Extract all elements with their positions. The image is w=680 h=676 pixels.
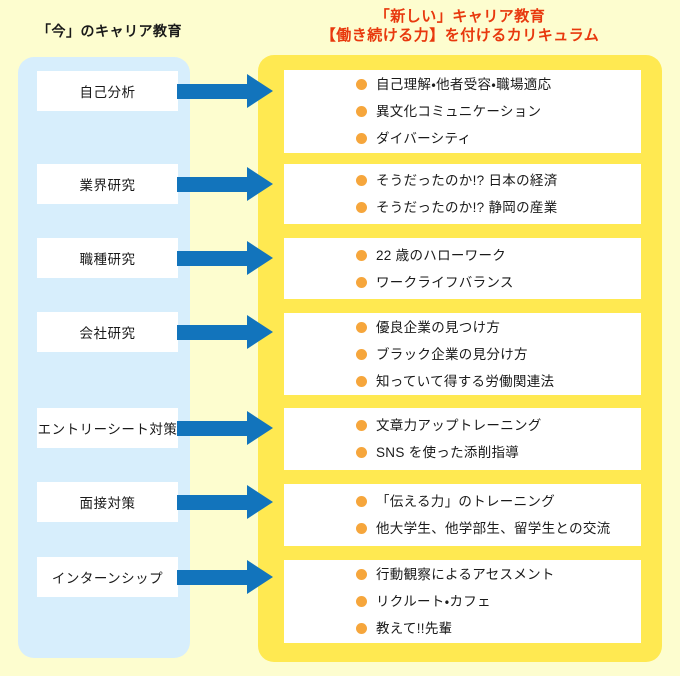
arrow-right-icon	[177, 241, 273, 275]
bullet-icon	[356, 133, 367, 144]
curriculum-item-label: 文章力アップトレーニング	[376, 418, 542, 433]
curriculum-item-label: 行動観察によるアセスメント	[376, 567, 555, 582]
curriculum-item: 文章力アップトレーニング	[356, 412, 641, 439]
arrow-shaft	[177, 176, 247, 192]
curriculum-box-entry-sheet: 文章力アップトレーニング SNS を使った添削指導	[284, 408, 641, 470]
bullet-icon	[356, 596, 367, 607]
arrow-shaft	[177, 83, 247, 99]
curriculum-item: ダイバーシティ	[356, 125, 641, 152]
stage-label: エントリーシート対策	[37, 422, 178, 437]
bullet-icon	[356, 569, 367, 580]
stage-box-job-type-research: 職種研究	[37, 238, 178, 278]
bullet-icon	[356, 276, 367, 288]
bullet-icon	[356, 106, 367, 117]
curriculum-item-label: ブラック企業の見分け方	[376, 346, 528, 362]
curriculum-item: ワークライフバランス	[356, 269, 641, 296]
arrow-shaft	[177, 569, 247, 585]
curriculum-item: 自己理解・他者受容・職場適応	[356, 71, 641, 98]
curriculum-item: 22 歳のハローワーク	[356, 242, 641, 269]
bullet-icon	[356, 175, 367, 186]
arrow-head	[247, 167, 273, 201]
curriculum-item: ブラック企業の見分け方	[356, 341, 641, 368]
curriculum-box-internship: 行動観察によるアセスメント リクルート・カフェ 教えて!!先輩	[284, 560, 641, 643]
arrow-shaft	[177, 324, 247, 340]
arrow-shaft	[177, 420, 247, 436]
curriculum-item: 知っていて得する労働関連法	[356, 368, 641, 395]
stage-box-entry-sheet: エントリーシート対策	[37, 408, 178, 448]
arrow-right-icon	[177, 411, 273, 445]
curriculum-box-industry-research: そうだったのか!? 日本の経済 そうだったのか!? 静岡の産業	[284, 164, 641, 224]
arrow-head	[247, 560, 273, 594]
bullet-icon	[356, 321, 367, 333]
stage-box-self-analysis: 自己分析	[37, 71, 178, 111]
curriculum-item-label: 22 歳のハローワーク	[376, 247, 507, 263]
curriculum-box-job-type-research: 22 歳のハローワーク ワークライフバランス	[284, 238, 641, 299]
arrow-head	[247, 74, 273, 108]
new-education-heading-line1: 「新しい」キャリア教育	[374, 8, 546, 25]
curriculum-item: そうだったのか!? 日本の経済	[356, 167, 641, 194]
curriculum-item-label: 他大学生、他学部生、留学生との交流	[376, 521, 611, 536]
bullet-icon	[356, 202, 367, 213]
bullet-icon	[356, 420, 367, 431]
stage-label: 面接対策	[79, 496, 136, 511]
curriculum-box-interview-prep: 「伝える力」のトレーニング 他大学生、他学部生、留学生との交流	[284, 484, 641, 546]
curriculum-item: 優良企業の見つけ方	[356, 314, 641, 341]
new-education-heading: 「新しい」キャリア教育 【働き続ける力】を付けるカリキュラム	[258, 7, 662, 45]
current-education-heading: 「今」のキャリア教育	[37, 23, 182, 39]
bullet-icon	[356, 523, 367, 534]
curriculum-box-self-analysis: 自己理解・他者受容・職場適応 異文化コミュニケーション ダイバーシティ	[284, 70, 641, 153]
arrow-head	[247, 411, 273, 445]
bullet-icon	[356, 79, 367, 90]
arrow-right-icon	[177, 167, 273, 201]
arrow-head	[247, 241, 273, 275]
curriculum-item-label: 教えて!!先輩	[376, 621, 453, 636]
curriculum-item-label: リクルート・カフェ	[376, 594, 491, 609]
curriculum-item: SNS を使った添削指導	[356, 439, 641, 466]
arrow-shaft	[177, 494, 247, 510]
arrow-right-icon	[177, 560, 273, 594]
stage-label: 自己分析	[79, 85, 136, 100]
arrow-right-icon	[177, 485, 273, 519]
bullet-icon	[356, 348, 367, 360]
curriculum-item-label: 自己理解・他者受容・職場適応	[376, 77, 552, 92]
curriculum-item-label: ワークライフバランス	[376, 274, 514, 290]
arrow-head	[247, 315, 273, 349]
curriculum-item-label: 優良企業の見つけ方	[376, 319, 501, 335]
stage-box-industry-research: 業界研究	[37, 164, 178, 204]
bullet-icon	[356, 375, 367, 387]
curriculum-box-company-research: 優良企業の見つけ方 ブラック企業の見分け方 知っていて得する労働関連法	[284, 313, 641, 395]
arrow-head	[247, 485, 273, 519]
arrow-right-icon	[177, 74, 273, 108]
curriculum-item: 「伝える力」のトレーニング	[356, 488, 641, 515]
curriculum-item-label: そうだったのか!? 静岡の産業	[376, 200, 558, 215]
curriculum-item-label: 「伝える力」のトレーニング	[376, 494, 555, 509]
stage-label: 業界研究	[79, 178, 136, 193]
curriculum-item: 行動観察によるアセスメント	[356, 561, 641, 588]
stage-box-company-research: 会社研究	[37, 312, 178, 352]
curriculum-item: そうだったのか!? 静岡の産業	[356, 194, 641, 221]
curriculum-item-label: そうだったのか!? 日本の経済	[376, 173, 558, 188]
arrow-right-icon	[177, 315, 273, 349]
curriculum-item: 異文化コミュニケーション	[356, 98, 641, 125]
curriculum-item: リクルート・カフェ	[356, 588, 641, 615]
stage-label: インターンシップ	[51, 571, 164, 586]
stage-label: 職種研究	[79, 252, 136, 267]
curriculum-item-label: 異文化コミュニケーション	[376, 104, 542, 119]
curriculum-item: 教えて!!先輩	[356, 615, 641, 642]
stage-box-internship: インターンシップ	[37, 557, 178, 597]
curriculum-item-label: ダイバーシティ	[376, 131, 472, 146]
curriculum-item-label: 知っていて得する労働関連法	[376, 373, 555, 389]
curriculum-item-label: SNS を使った添削指導	[376, 445, 520, 460]
new-education-heading-line2: 【働き続ける力】を付けるカリキュラム	[320, 27, 600, 44]
bullet-icon	[356, 249, 367, 261]
bullet-icon	[356, 447, 367, 458]
bullet-icon	[356, 496, 367, 507]
arrow-shaft	[177, 250, 247, 266]
stage-label: 会社研究	[79, 326, 136, 341]
curriculum-item: 他大学生、他学部生、留学生との交流	[356, 515, 641, 542]
stage-box-interview-prep: 面接対策	[37, 482, 178, 522]
bullet-icon	[356, 623, 367, 634]
